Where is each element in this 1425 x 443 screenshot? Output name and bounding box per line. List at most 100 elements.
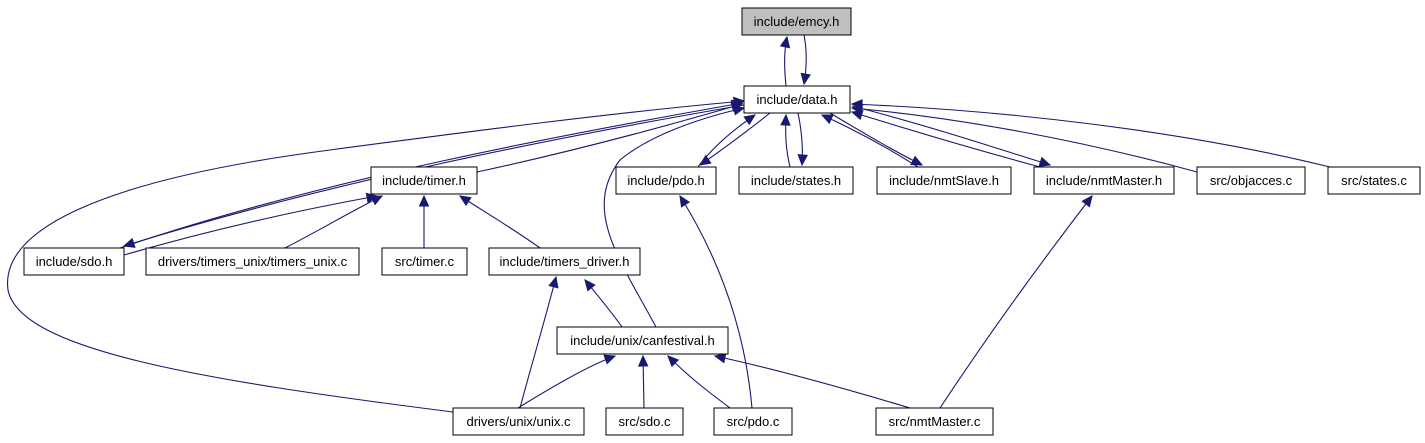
arrowhead bbox=[779, 35, 791, 49]
edge-sdoc-to-canfestival bbox=[637, 354, 649, 409]
edge-sdo-to-timer bbox=[123, 192, 379, 256]
node-label: src/sdo.c bbox=[618, 414, 671, 429]
arrowhead bbox=[584, 279, 596, 292]
edge-timers_driver-to-timer bbox=[458, 195, 541, 249]
edge-data-to-pdo bbox=[698, 112, 771, 166]
edge-line bbox=[459, 195, 541, 249]
node-box bbox=[713, 407, 793, 436]
arrowhead bbox=[1081, 195, 1093, 208]
arrowhead bbox=[743, 114, 757, 126]
edge-line bbox=[284, 195, 383, 249]
edge-nmtSlave-to-data bbox=[820, 114, 919, 168]
node-box bbox=[381, 247, 468, 276]
node-statesc[interactable]: src/states.c bbox=[1327, 166, 1421, 195]
edge-line bbox=[123, 104, 745, 247]
edge-line bbox=[679, 195, 753, 409]
arrowhead bbox=[820, 114, 834, 125]
node-objacces[interactable]: src/objacces.c bbox=[1196, 166, 1306, 195]
node-nmtMasterc[interactable]: src/nmtMaster.c bbox=[875, 407, 994, 436]
edge-timers_unix-to-timer bbox=[284, 195, 384, 249]
edge-line bbox=[851, 103, 1331, 168]
node-states[interactable]: include/states.h bbox=[738, 166, 854, 195]
arrowhead bbox=[418, 194, 430, 207]
edge-line bbox=[667, 355, 731, 409]
node-label: src/timer.c bbox=[395, 254, 455, 269]
edge-statesc-to-data bbox=[850, 99, 1331, 168]
node-label: include/nmtMaster.h bbox=[1046, 173, 1162, 188]
arrowhead bbox=[713, 353, 727, 364]
edge-unixc-to-timers_driver bbox=[519, 275, 559, 409]
node-timers_unix[interactable]: drivers/timers_unix/timers_unix.c bbox=[145, 247, 360, 276]
arrowhead bbox=[458, 195, 472, 207]
node-label: drivers/unix/unix.c bbox=[466, 414, 571, 429]
node-box bbox=[1196, 166, 1306, 195]
edge-line bbox=[851, 105, 1051, 166]
arrowhead bbox=[797, 154, 808, 167]
arrowhead bbox=[850, 99, 863, 110]
nodes-layer: include/emcy.h include/data.h include/time… bbox=[23, 7, 1421, 436]
arrowhead bbox=[800, 72, 811, 86]
node-pdoc[interactable]: src/pdo.c bbox=[713, 407, 793, 436]
node-box bbox=[145, 247, 360, 276]
edge-data-to-nmtMaster bbox=[851, 105, 1052, 167]
node-label: include/states.h bbox=[751, 173, 841, 188]
edge-line bbox=[714, 355, 911, 409]
edge-states-to-data bbox=[780, 113, 791, 168]
edge-line bbox=[699, 112, 771, 166]
node-timers_driver[interactable]: include/timers_driver.h bbox=[488, 247, 641, 276]
node-emcy[interactable]: include/emcy.h bbox=[741, 7, 852, 36]
arrowhead bbox=[603, 354, 617, 365]
edge-data-to-sdo bbox=[122, 104, 745, 248]
node-label: src/objacces.c bbox=[1210, 173, 1293, 188]
node-box bbox=[876, 166, 1012, 195]
edge-canfestival-to-data bbox=[603, 105, 746, 328]
edge-line bbox=[519, 276, 557, 409]
node-timerc[interactable]: src/timer.c bbox=[381, 247, 468, 276]
edge-line bbox=[821, 114, 919, 168]
node-unixc[interactable]: drivers/unix/unix.c bbox=[452, 407, 585, 436]
node-label: drivers/timers_unix/timers_unix.c bbox=[158, 254, 348, 269]
edge-data-to-nmtSlave bbox=[829, 112, 924, 166]
node-box bbox=[452, 407, 585, 436]
node-box bbox=[875, 407, 994, 436]
edge-line bbox=[851, 107, 1198, 173]
node-box bbox=[556, 326, 729, 355]
edges-layer bbox=[7, 34, 1331, 413]
node-box bbox=[743, 85, 851, 114]
node-timer[interactable]: include/timer.h bbox=[370, 166, 478, 195]
edge-nmtMasterc-to-nmtMaster bbox=[939, 195, 1093, 409]
arrowhead bbox=[122, 237, 136, 248]
node-pdo[interactable]: include/pdo.h bbox=[615, 166, 717, 195]
node-label: src/pdo.c bbox=[727, 414, 780, 429]
edge-timerc-to-timer bbox=[418, 194, 430, 248]
node-sdoc[interactable]: src/sdo.c bbox=[605, 407, 684, 436]
node-label: include/unix/canfestival.h bbox=[570, 333, 715, 348]
edge-objacces-to-data bbox=[850, 103, 1198, 173]
node-data[interactable]: include/data.h bbox=[743, 85, 851, 114]
node-label: src/states.c bbox=[1341, 173, 1407, 188]
edge-pdoc-to-pdo bbox=[679, 194, 753, 409]
edge-line bbox=[939, 195, 1093, 409]
arrowhead bbox=[667, 355, 680, 368]
node-label: include/data.h bbox=[757, 92, 838, 107]
arrowhead bbox=[733, 96, 746, 108]
edge-pdoc-to-canfestival bbox=[667, 355, 731, 409]
node-box bbox=[615, 166, 717, 195]
node-sdo[interactable]: include/sdo.h bbox=[23, 247, 125, 276]
arrowhead bbox=[732, 105, 746, 116]
node-label: include/timers_driver.h bbox=[499, 254, 629, 269]
node-canfestival[interactable]: include/unix/canfestival.h bbox=[556, 326, 729, 355]
node-label: include/nmtSlave.h bbox=[889, 173, 999, 188]
edge-unixc-to-canfestival bbox=[517, 354, 617, 409]
arrowhead bbox=[1038, 156, 1052, 167]
node-box bbox=[23, 247, 125, 276]
edge-line bbox=[476, 103, 743, 173]
node-label: include/sdo.h bbox=[36, 254, 113, 269]
arrowhead bbox=[548, 275, 559, 289]
node-box bbox=[488, 247, 641, 276]
edge-nmtMasterc-to-canfestival bbox=[713, 353, 911, 409]
node-nmtMaster[interactable]: include/nmtMaster.h bbox=[1033, 166, 1175, 195]
node-box bbox=[738, 166, 854, 195]
node-nmtSlave[interactable]: include/nmtSlave.h bbox=[876, 166, 1012, 195]
